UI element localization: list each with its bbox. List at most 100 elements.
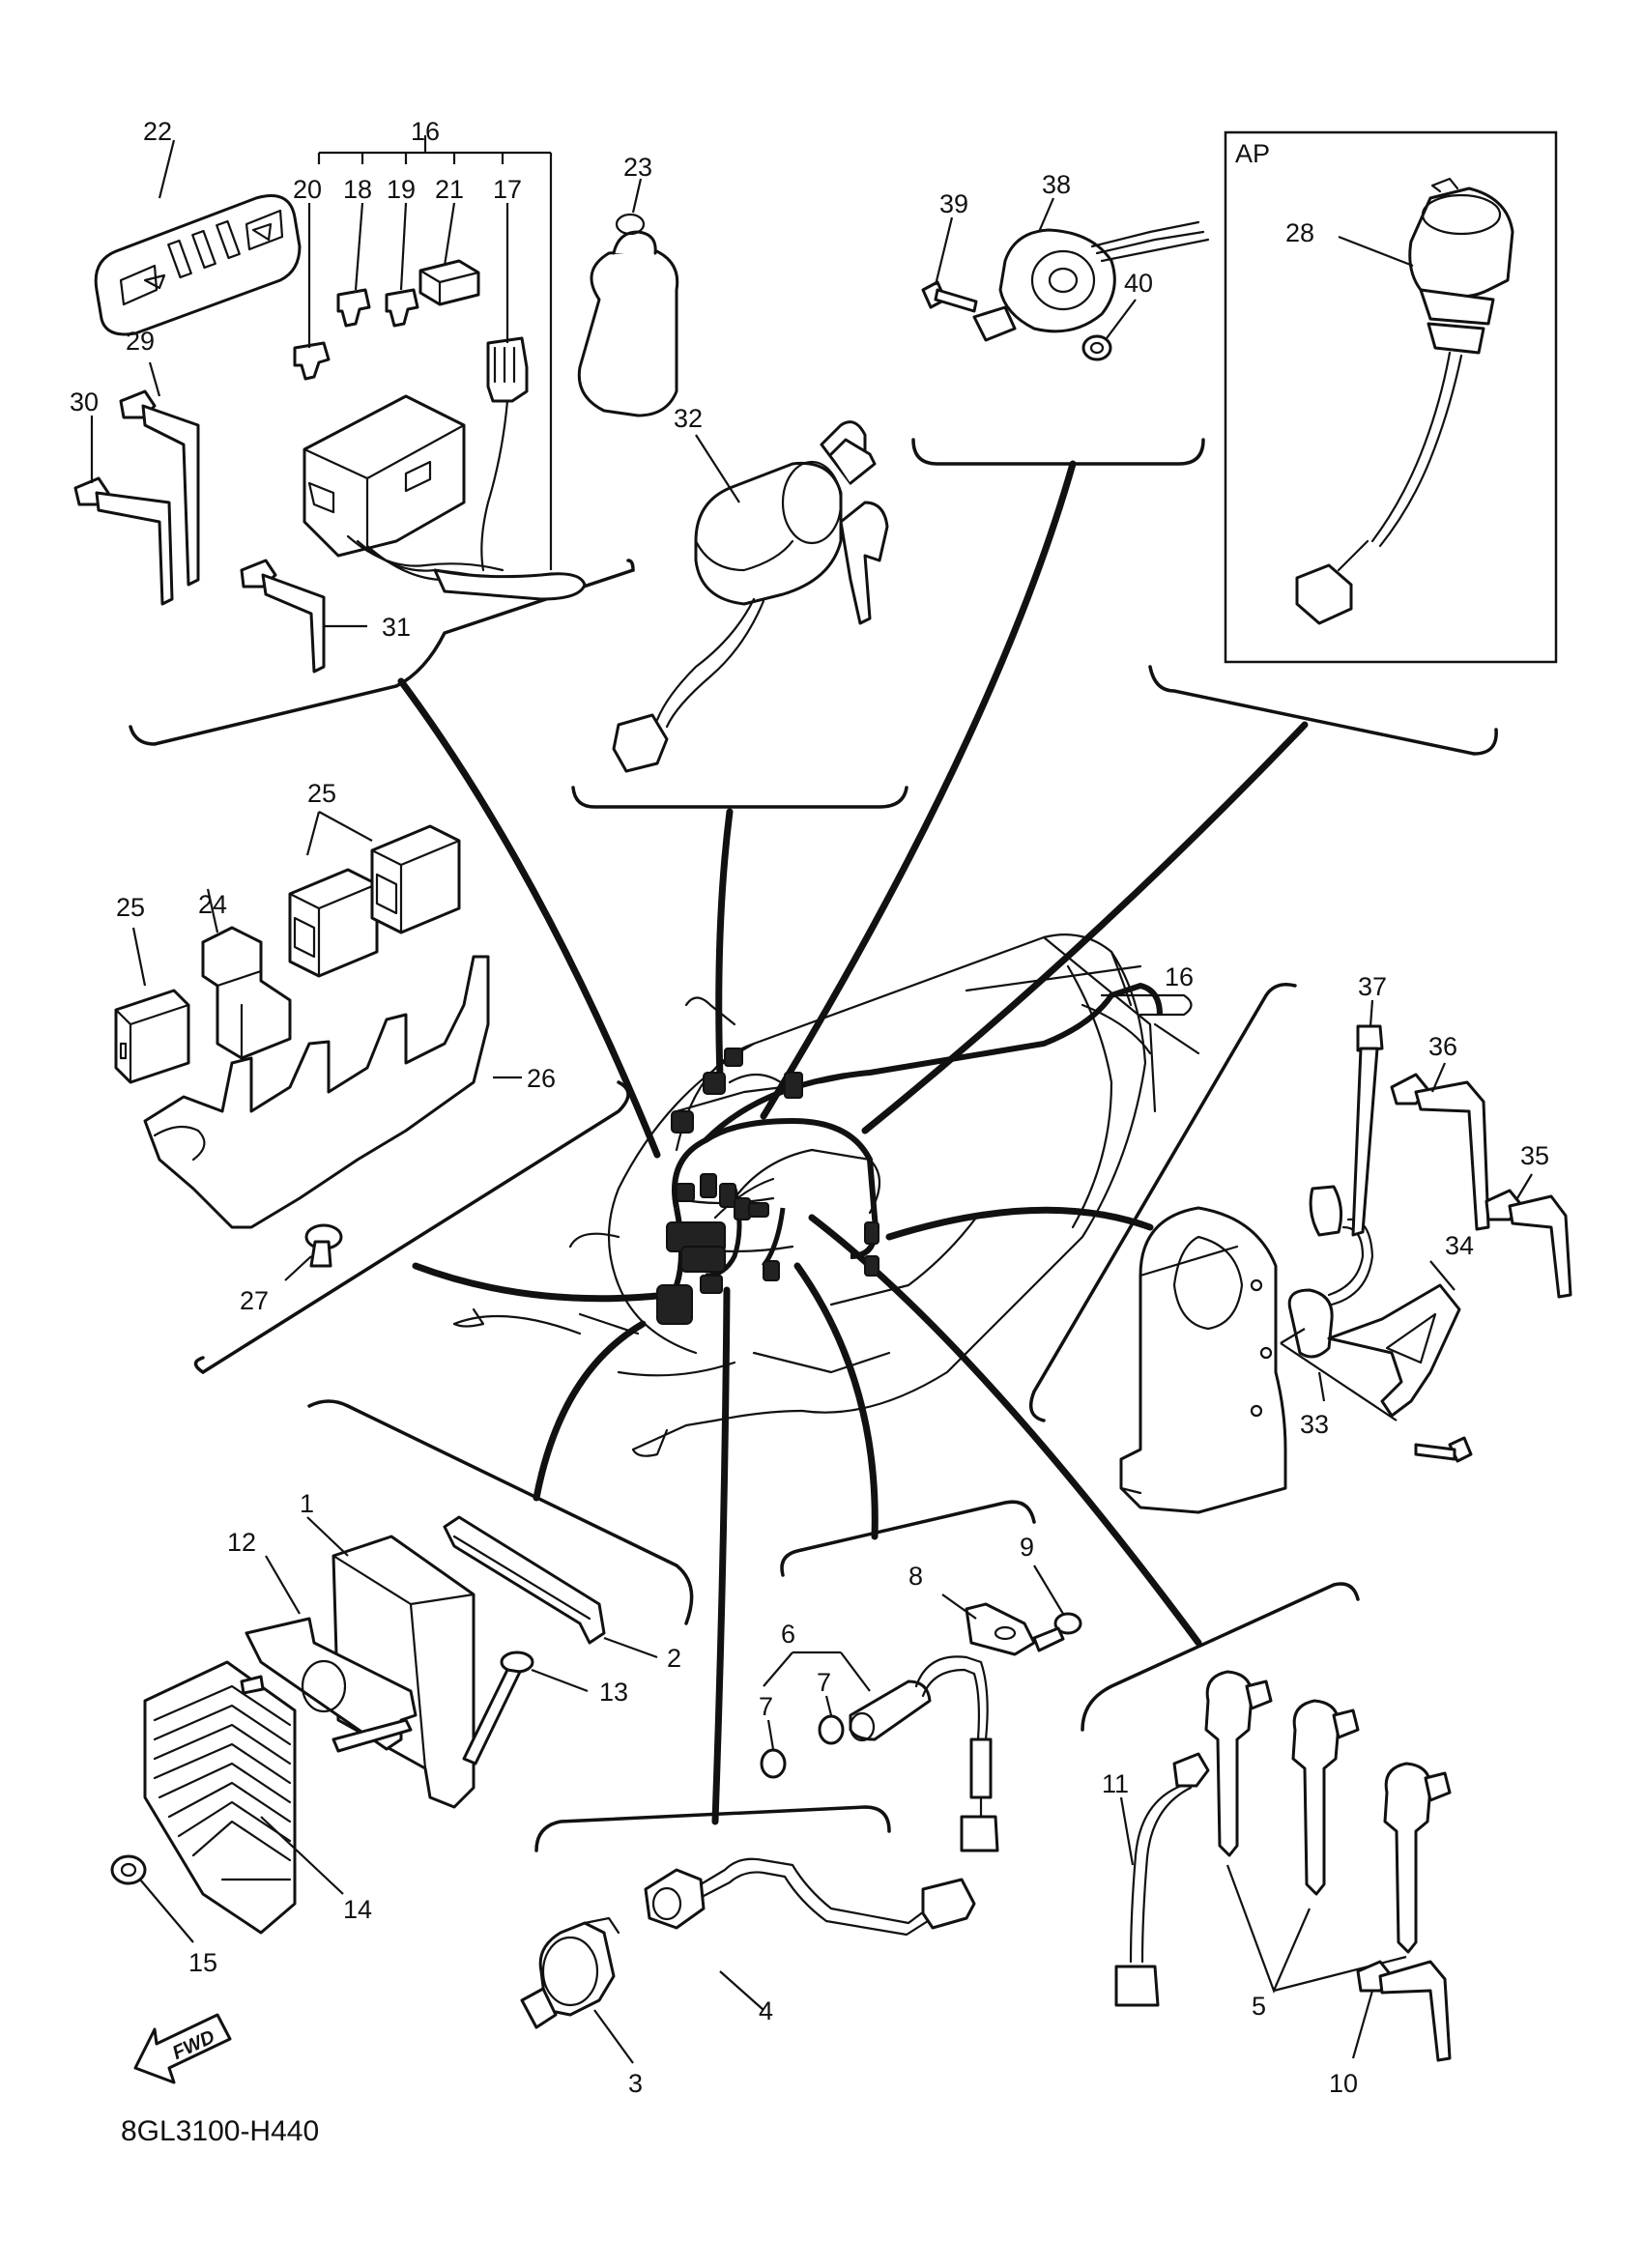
callout-34: 34	[1445, 1231, 1474, 1260]
callout-39: 39	[939, 189, 968, 218]
leader-switch	[711, 1286, 731, 1825]
callout-25-left: 25	[116, 893, 145, 922]
callout-7b: 7	[817, 1668, 831, 1697]
callout-3: 3	[628, 2069, 643, 2098]
bolt-13	[462, 1651, 589, 1766]
socket-28	[1295, 177, 1514, 625]
accessory-box	[1224, 130, 1558, 664]
clip-27	[284, 1223, 343, 1281]
sensor-group-outline	[911, 438, 1205, 466]
orings-7	[760, 1695, 845, 1779]
regulator-14	[143, 1660, 413, 1935]
ap-group-outline	[1148, 665, 1498, 756]
callout-12: 12	[227, 1528, 256, 1557]
horn-23	[577, 178, 679, 417]
cable-11	[1114, 1752, 1210, 2007]
coil-group-outline	[1081, 1582, 1360, 1732]
callout-32: 32	[674, 404, 703, 433]
leader-ignition	[715, 808, 734, 1081]
bolt-9	[1032, 1565, 1082, 1652]
callout-6: 6	[781, 1620, 795, 1649]
leader-relay	[412, 1262, 671, 1303]
sensor-6	[763, 1651, 999, 1852]
callout-22: 22	[143, 117, 172, 146]
callout-9: 9	[1020, 1533, 1034, 1562]
harness-4	[644, 1857, 976, 2011]
washer-40	[1081, 299, 1137, 361]
callout-11: 11	[1102, 1769, 1129, 1798]
leader-regulator	[533, 1320, 647, 1502]
callout-28: 28	[1285, 218, 1314, 247]
tie-10	[1351, 1960, 1452, 2062]
relay-bracket-26	[143, 955, 522, 1229]
callout-40: 40	[1124, 269, 1153, 298]
callout-16-top: 16	[411, 117, 440, 146]
ties-35-36-37	[1309, 999, 1572, 1299]
leader-sensor	[760, 460, 1077, 1120]
leader-bracket	[885, 1206, 1154, 1241]
callout-23: 23	[623, 153, 652, 182]
mount-plate	[1119, 1206, 1287, 1514]
callout-29: 29	[126, 327, 155, 356]
fuse-cover-22	[94, 194, 302, 336]
ignition-group-outline	[571, 786, 908, 809]
accessory-box-label: AP	[1235, 139, 1270, 168]
group-leaders	[397, 460, 1309, 1825]
callout-14: 14	[343, 1895, 372, 1924]
ties-29-30-31	[73, 361, 367, 674]
diagram-code: 8GL3100-H440	[121, 2115, 319, 2147]
callout-13: 13	[599, 1678, 628, 1707]
sensor-33-bracket-34	[1280, 1218, 1473, 1463]
callout-7a: 7	[759, 1692, 773, 1721]
fuses-18-19-20	[293, 288, 419, 381]
callout-31: 31	[382, 613, 411, 642]
relays-24-25	[114, 811, 461, 1084]
callout-35: 35	[1520, 1141, 1549, 1170]
bracket-group-outline	[1028, 983, 1297, 1422]
leader-ap	[861, 721, 1309, 1134]
callout-18: 18	[343, 175, 372, 204]
wiring-harness	[656, 982, 1163, 1325]
leader-fuse	[397, 677, 661, 1159]
pressure-switch-3	[520, 1916, 634, 2064]
callout-4: 4	[759, 1996, 773, 2025]
vehicle-hull	[452, 933, 1200, 1457]
fuse-box-harness	[303, 336, 587, 601]
callout-10: 10	[1329, 2069, 1358, 2098]
callout-26: 26	[527, 1064, 556, 1093]
callout-16-harness: 16	[1165, 962, 1194, 991]
callout-15: 15	[188, 1948, 217, 1977]
callout-17: 17	[493, 175, 522, 204]
callout-2: 2	[667, 1644, 681, 1673]
callout-21: 21	[435, 175, 464, 204]
callout-36: 36	[1428, 1032, 1457, 1061]
callout-37: 37	[1358, 972, 1387, 1001]
bracket-12	[245, 1555, 418, 1751]
fwd-arrow	[133, 2013, 232, 2084]
bracket-2	[443, 1515, 658, 1659]
fuse-group-brackets	[158, 135, 553, 570]
callout-19: 19	[387, 175, 416, 204]
regulator-group-outline	[307, 1399, 694, 1625]
callout-labels: 1 2 3 4 5 6 7 7 8 9 10 11 12 13 14 15 16…	[70, 117, 1549, 2098]
holder-8	[941, 1593, 1036, 1656]
bolt-39	[921, 216, 978, 313]
callout-20: 20	[293, 175, 322, 204]
ignition-coils-5	[1204, 1670, 1452, 1994]
sensor-38	[972, 197, 1210, 342]
callout-33: 33	[1300, 1410, 1329, 1439]
callout-24: 24	[198, 890, 227, 919]
fuse-group-outline	[129, 559, 635, 746]
callout-27: 27	[240, 1286, 269, 1315]
callout-8: 8	[908, 1562, 923, 1591]
callout-38: 38	[1042, 170, 1071, 199]
sensor6-group-outline	[780, 1500, 1036, 1577]
callout-1: 1	[300, 1489, 314, 1518]
nut-15	[110, 1854, 194, 1943]
callout-30: 30	[70, 388, 99, 416]
callout-25-top: 25	[307, 779, 336, 808]
leader-sensor6	[793, 1262, 879, 1540]
group-outlines	[129, 438, 1498, 1852]
relay-21	[418, 259, 480, 306]
